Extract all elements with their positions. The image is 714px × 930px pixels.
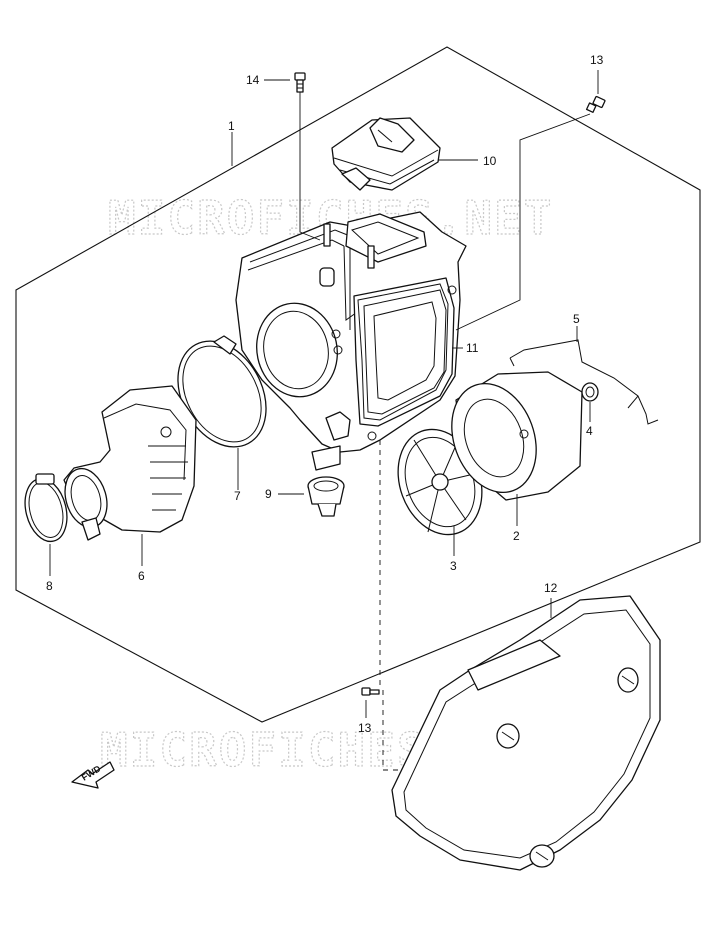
dashed-line-cover-mount [382,690,405,771]
part-13-bolt-lower[interactable] [361,687,380,696]
part-2-filter-element[interactable] [437,371,583,505]
part-1-air-cleaner-case[interactable] [235,211,467,471]
part-11-seal[interactable] [357,283,449,421]
part-7-gasket-ring[interactable] [160,326,283,462]
part-6-inlet-duct[interactable] [59,385,197,541]
callout-5: 5 [573,312,580,326]
callout-10: 10 [483,154,497,168]
assembly-frame [15,46,701,723]
part-13-bolt-upper[interactable] [585,95,606,113]
part-8-clamp[interactable] [19,473,73,546]
part-9-drain-cap[interactable] [307,476,345,517]
callout-11: 11 [466,341,479,355]
part-12-side-cover[interactable] [391,595,661,871]
part-14-bolt[interactable] [294,72,306,93]
callout-3: 3 [450,559,457,573]
callout-8: 8 [46,579,53,593]
callout-7: 7 [234,489,241,503]
callout-6: 6 [138,569,145,583]
callout-14: 14 [246,73,260,87]
callout-12: 12 [544,581,558,595]
leader-13a-case [455,113,591,331]
callout-13-upper: 13 [590,53,604,67]
part-10-cap[interactable] [331,117,441,191]
callout-9: 9 [265,487,272,501]
part-4-grommet[interactable] [581,382,599,402]
callout-1: 1 [228,119,235,133]
leader-14-case [299,92,321,241]
callout-4: 4 [586,424,593,438]
callout-13-lower: 13 [358,721,372,735]
callout-2: 2 [513,529,520,543]
part-5-spring-clip[interactable] [509,339,659,425]
